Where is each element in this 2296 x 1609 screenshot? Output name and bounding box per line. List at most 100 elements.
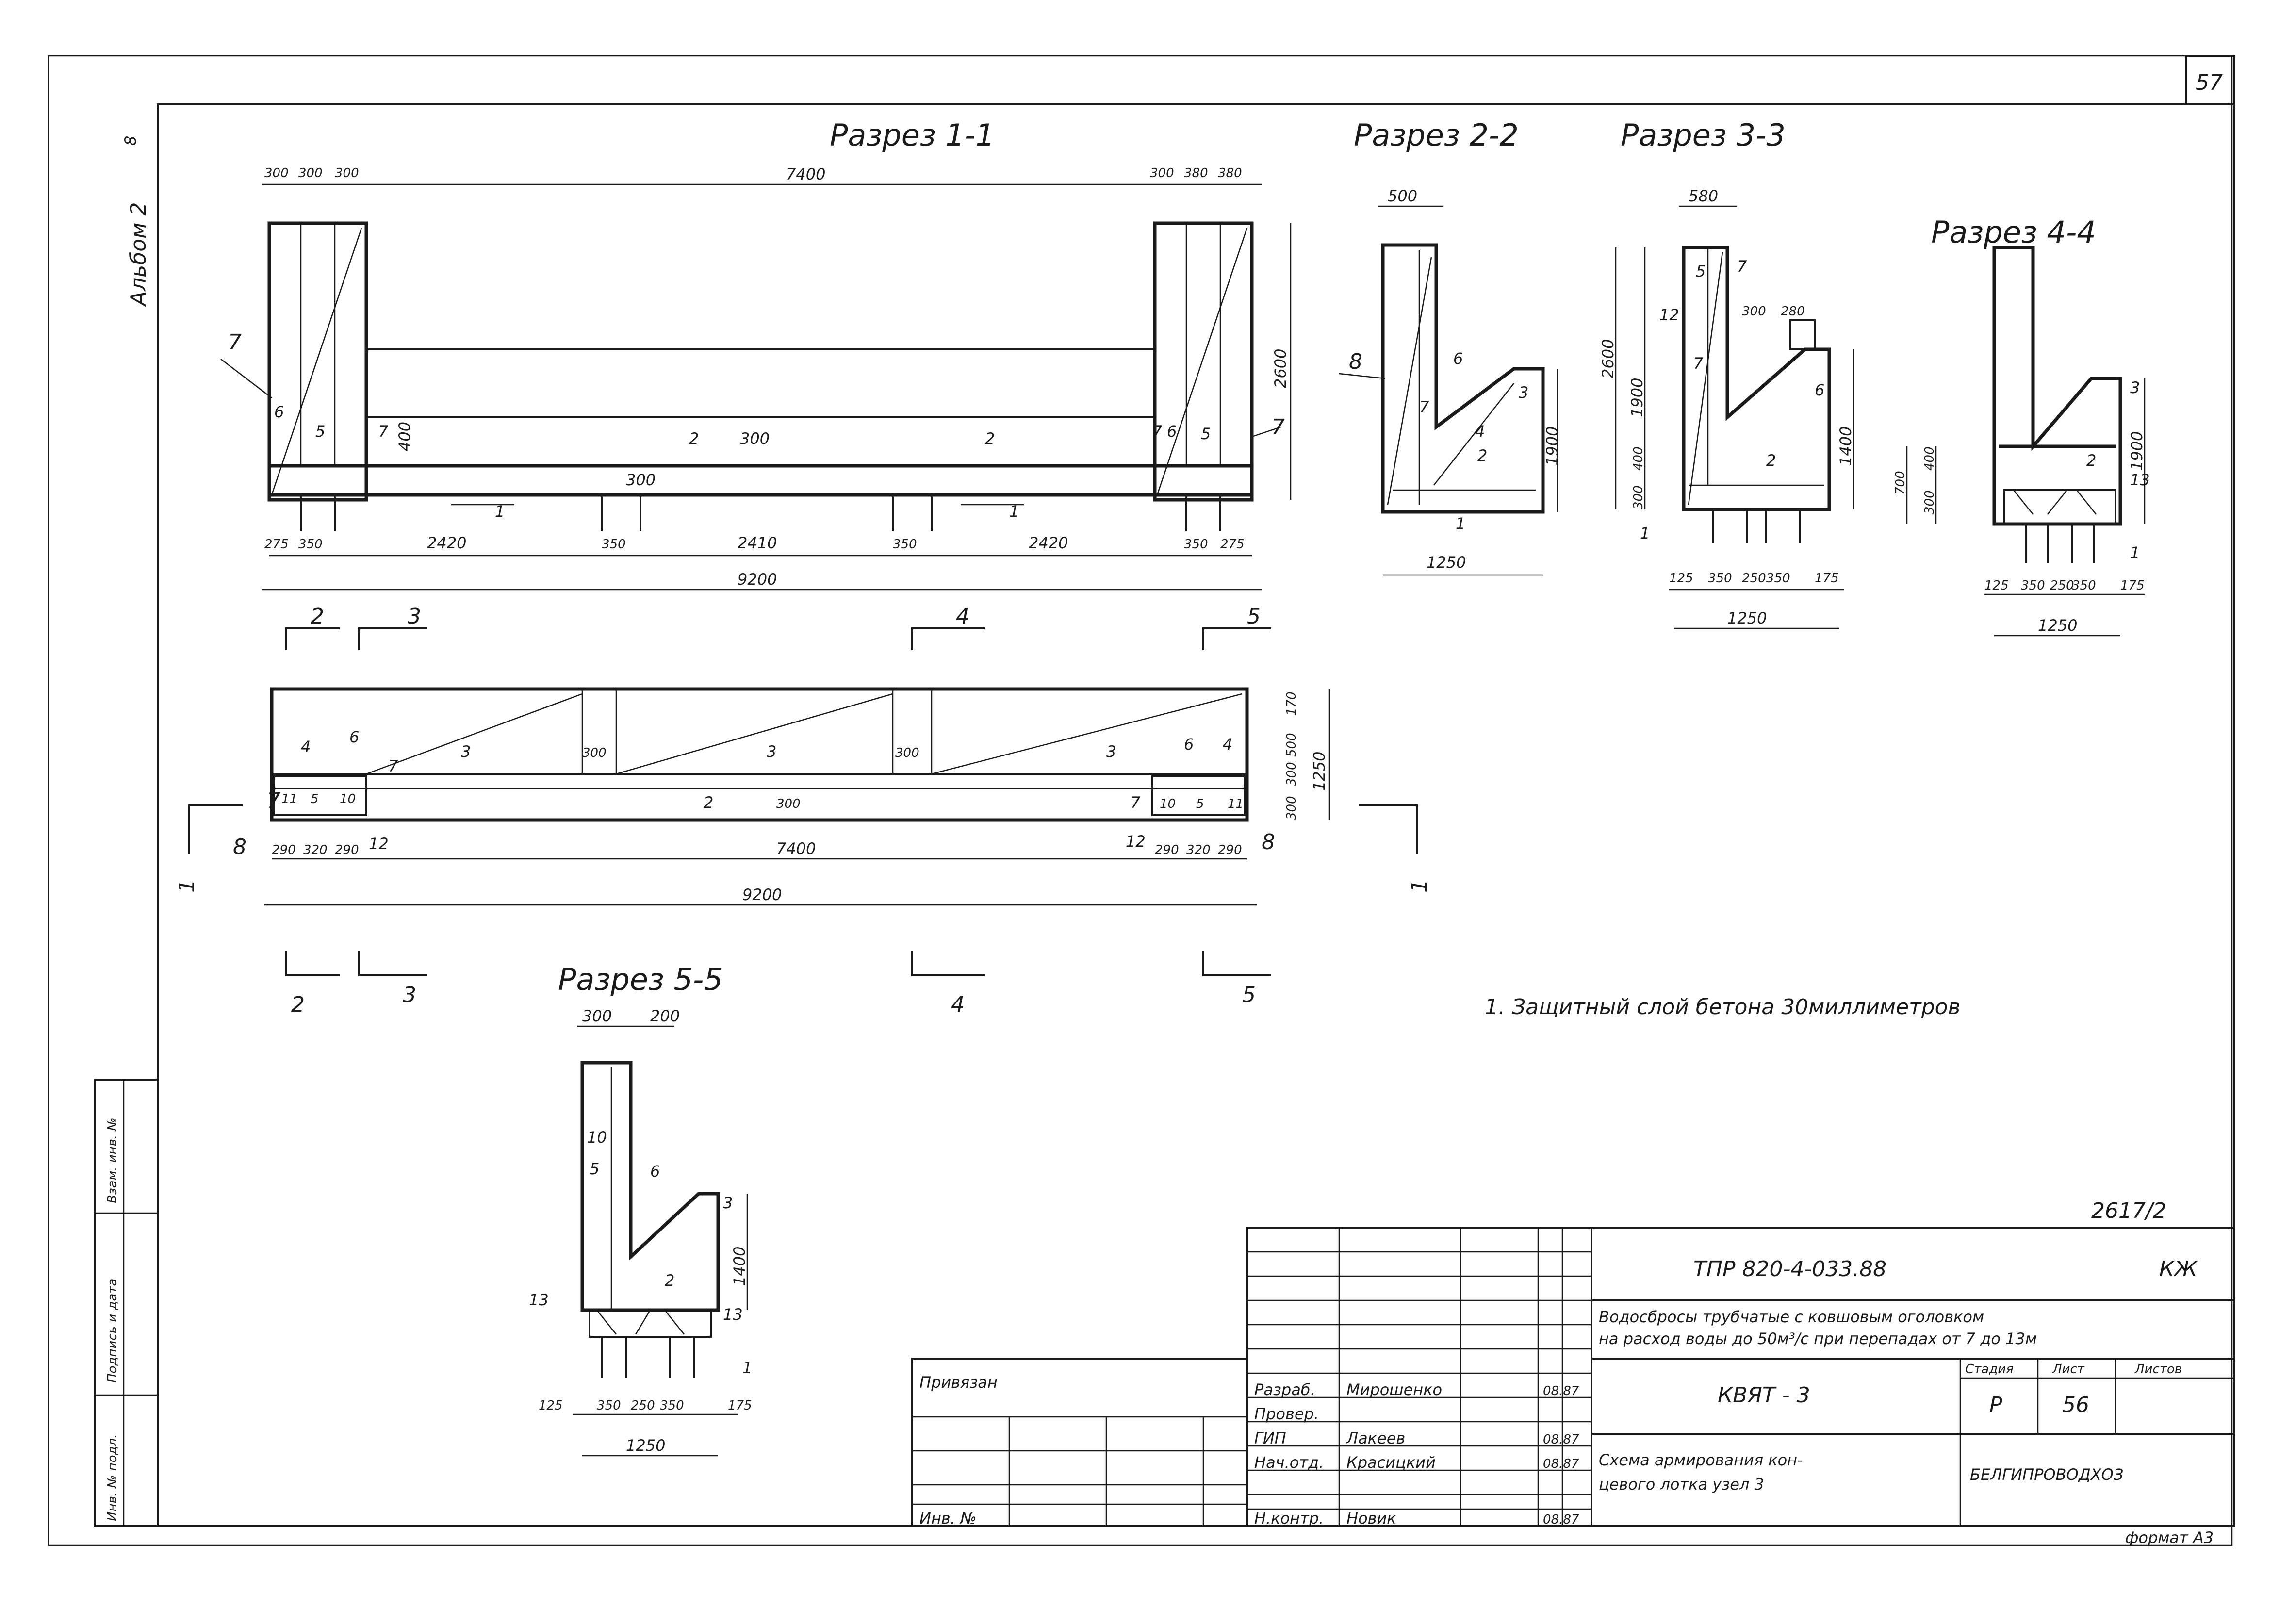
svg-text:13: 13 <box>2130 471 2150 489</box>
svg-text:4: 4 <box>1475 422 1485 441</box>
svg-text:300: 300 <box>1284 796 1299 820</box>
sheet-number-box <box>2185 55 2235 105</box>
svg-text:400: 400 <box>395 422 414 451</box>
svg-text:1: 1 <box>175 879 199 893</box>
svg-text:2600: 2600 <box>1271 349 1290 388</box>
svg-text:4: 4 <box>951 992 965 1017</box>
svg-text:2: 2 <box>665 1271 674 1290</box>
svg-text:7: 7 <box>1271 415 1285 440</box>
svg-text:125: 125 <box>1669 571 1693 586</box>
svg-text:300: 300 <box>582 1007 612 1025</box>
svg-text:300: 300 <box>776 797 801 811</box>
svg-text:Мирошенко: Мирошенко <box>1346 1380 1442 1399</box>
svg-text:7: 7 <box>1419 398 1429 416</box>
svg-text:300: 300 <box>895 746 919 760</box>
svg-text:Инв. №: Инв. № <box>919 1509 976 1527</box>
note: 1. Защитный слой бетона 30миллиметров <box>1485 995 1960 1019</box>
svg-text:1900: 1900 <box>1543 427 1561 466</box>
svg-text:280: 280 <box>1781 304 1805 319</box>
side-vzam: Взам. инв. № <box>105 1117 120 1203</box>
svg-text:7: 7 <box>228 330 242 355</box>
svg-text:350: 350 <box>2072 578 2096 593</box>
svg-text:10: 10 <box>340 792 356 806</box>
svg-text:Нач.отд.: Нач.отд. <box>1254 1453 1324 1472</box>
svg-text:Привязан: Привязан <box>919 1373 998 1392</box>
section-marks-row2: 2 3 4 5 <box>285 951 1271 1017</box>
svg-text:1: 1 <box>1640 524 1650 542</box>
svg-text:1: 1 <box>1009 502 1019 521</box>
svg-text:13: 13 <box>529 1291 549 1309</box>
svg-text:300: 300 <box>1631 485 1646 509</box>
svg-text:1250: 1250 <box>2038 616 2077 635</box>
svg-text:300: 300 <box>1922 490 1937 514</box>
svg-text:2: 2 <box>2086 451 2096 470</box>
svg-text:Красицкий: Красицкий <box>1346 1453 1436 1472</box>
album-label: Альбом 2 <box>126 202 151 307</box>
svg-text:7: 7 <box>267 788 280 813</box>
svg-text:2: 2 <box>689 429 699 448</box>
svg-text:11: 11 <box>281 792 297 806</box>
svg-text:300: 300 <box>1742 304 1766 319</box>
svg-text:3: 3 <box>461 742 471 761</box>
svg-text:350: 350 <box>660 1398 684 1413</box>
svg-text:5: 5 <box>315 422 325 441</box>
svg-text:08.87: 08.87 <box>1543 1457 1579 1471</box>
svg-text:7400: 7400 <box>776 839 816 858</box>
svg-text:275: 275 <box>1220 537 1245 552</box>
svg-text:1900: 1900 <box>1628 378 1646 417</box>
svg-text:1400: 1400 <box>730 1247 749 1286</box>
svg-text:6: 6 <box>1167 422 1177 441</box>
svg-text:6: 6 <box>274 403 284 421</box>
svg-text:300: 300 <box>740 429 770 448</box>
album-number: 8 <box>121 136 140 146</box>
svg-text:ГИП: ГИП <box>1254 1429 1286 1447</box>
svg-text:5: 5 <box>1696 262 1706 280</box>
svg-text:2600: 2600 <box>1599 339 1617 378</box>
svg-text:300: 300 <box>298 166 323 181</box>
svg-text:2: 2 <box>985 429 995 448</box>
section-2-2: Разрез 2-2 500 1900 1250 8 6 7 4 2 3 1 <box>1339 117 1561 576</box>
svg-text:Схема армирования кон-: Схема армирования кон- <box>1599 1451 1803 1469</box>
svg-text:700: 700 <box>1893 471 1908 495</box>
svg-text:1: 1 <box>2130 543 2140 562</box>
svg-text:290: 290 <box>335 843 359 857</box>
section-3-3: Разрез 3-3 580 300 280 2600 1900 400 300… <box>1599 117 1855 629</box>
svg-text:8: 8 <box>233 835 246 859</box>
svg-text:7: 7 <box>1693 354 1704 373</box>
outer-frame <box>48 55 2233 1546</box>
svg-text:1: 1 <box>742 1359 752 1377</box>
svg-text:08.87: 08.87 <box>1543 1432 1579 1447</box>
svg-text:5: 5 <box>1247 604 1261 629</box>
svg-text:320: 320 <box>1186 843 1211 857</box>
svg-text:500: 500 <box>1284 733 1299 757</box>
svg-text:на расход воды до 50м³/с при п: на расход воды до 50м³/с при перепадах о… <box>1599 1330 2037 1348</box>
svg-text:6: 6 <box>1453 349 1463 368</box>
svg-text:3: 3 <box>1519 383 1528 402</box>
svg-text:350: 350 <box>597 1398 621 1413</box>
svg-text:400: 400 <box>1922 446 1937 471</box>
svg-text:5: 5 <box>311 792 319 806</box>
svg-text:8: 8 <box>1349 349 1362 374</box>
svg-text:1: 1 <box>1456 514 1465 533</box>
svg-text:1250: 1250 <box>1427 553 1466 572</box>
svg-text:350: 350 <box>298 537 323 552</box>
svg-text:350: 350 <box>1766 571 1790 586</box>
svg-text:290: 290 <box>1155 843 1179 857</box>
svg-text:2: 2 <box>1477 446 1487 465</box>
svg-text:300: 300 <box>626 471 656 489</box>
svg-text:7: 7 <box>1131 793 1141 812</box>
svg-text:500: 500 <box>1388 187 1417 205</box>
svg-text:125: 125 <box>539 1398 563 1413</box>
svg-text:1250: 1250 <box>626 1436 665 1455</box>
svg-text:7: 7 <box>1737 257 1747 276</box>
svg-text:3: 3 <box>2130 378 2140 397</box>
svg-text:9200: 9200 <box>742 886 782 904</box>
svg-text:300: 300 <box>1284 762 1299 786</box>
svg-text:275: 275 <box>264 537 289 552</box>
svg-text:350: 350 <box>602 537 626 552</box>
svg-text:6: 6 <box>349 728 359 746</box>
svg-text:11: 11 <box>1228 797 1244 811</box>
svg-text:Провер.: Провер. <box>1254 1405 1319 1423</box>
svg-text:300: 300 <box>264 166 289 181</box>
